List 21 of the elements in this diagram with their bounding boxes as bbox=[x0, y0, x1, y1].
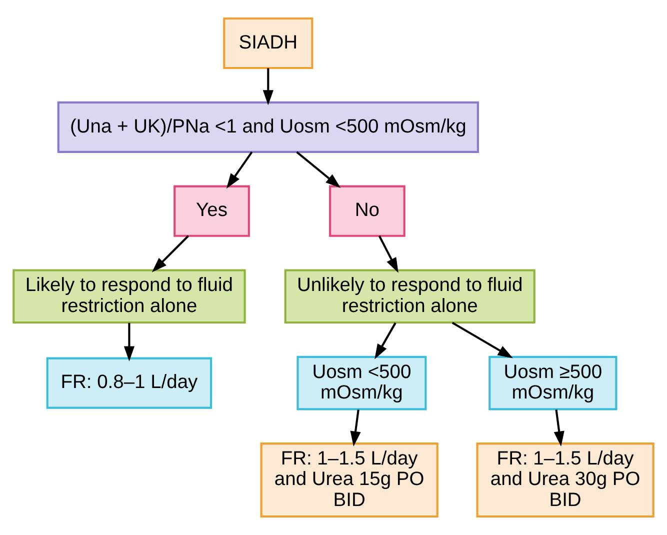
arrow bbox=[350, 410, 361, 447]
node-box: Likely to respond to fluid restriction alone bbox=[12, 269, 246, 324]
node-box: FR: 0.8–1 L/day bbox=[46, 357, 212, 409]
node-box: Uosm <500 mOsm/kg bbox=[296, 356, 427, 410]
arrow bbox=[374, 322, 396, 360]
arrow bbox=[452, 322, 513, 358]
arrow bbox=[262, 68, 274, 106]
node-box: (Una + UK)/PNa <1 and Uosm <500 mOsm/kg bbox=[57, 101, 479, 153]
arrow bbox=[226, 151, 253, 189]
node-box: SIADH bbox=[223, 17, 314, 70]
node-box: Uosm ≥500 mOsm/kg bbox=[488, 356, 618, 410]
node-box: FR: 1–1.5 L/day and Urea 15g PO BID bbox=[260, 442, 438, 518]
node-box: FR: 1–1.5 L/day and Urea 30g PO BID bbox=[476, 442, 654, 518]
arrow bbox=[378, 235, 398, 273]
node-box: Yes bbox=[174, 185, 250, 237]
arrow bbox=[296, 151, 341, 188]
node-box: No bbox=[329, 185, 406, 237]
arrow bbox=[124, 322, 135, 362]
arrow bbox=[152, 235, 190, 272]
node-box: Unlikely to respond to fluid restriction alone bbox=[284, 269, 536, 324]
arrow bbox=[554, 410, 564, 447]
